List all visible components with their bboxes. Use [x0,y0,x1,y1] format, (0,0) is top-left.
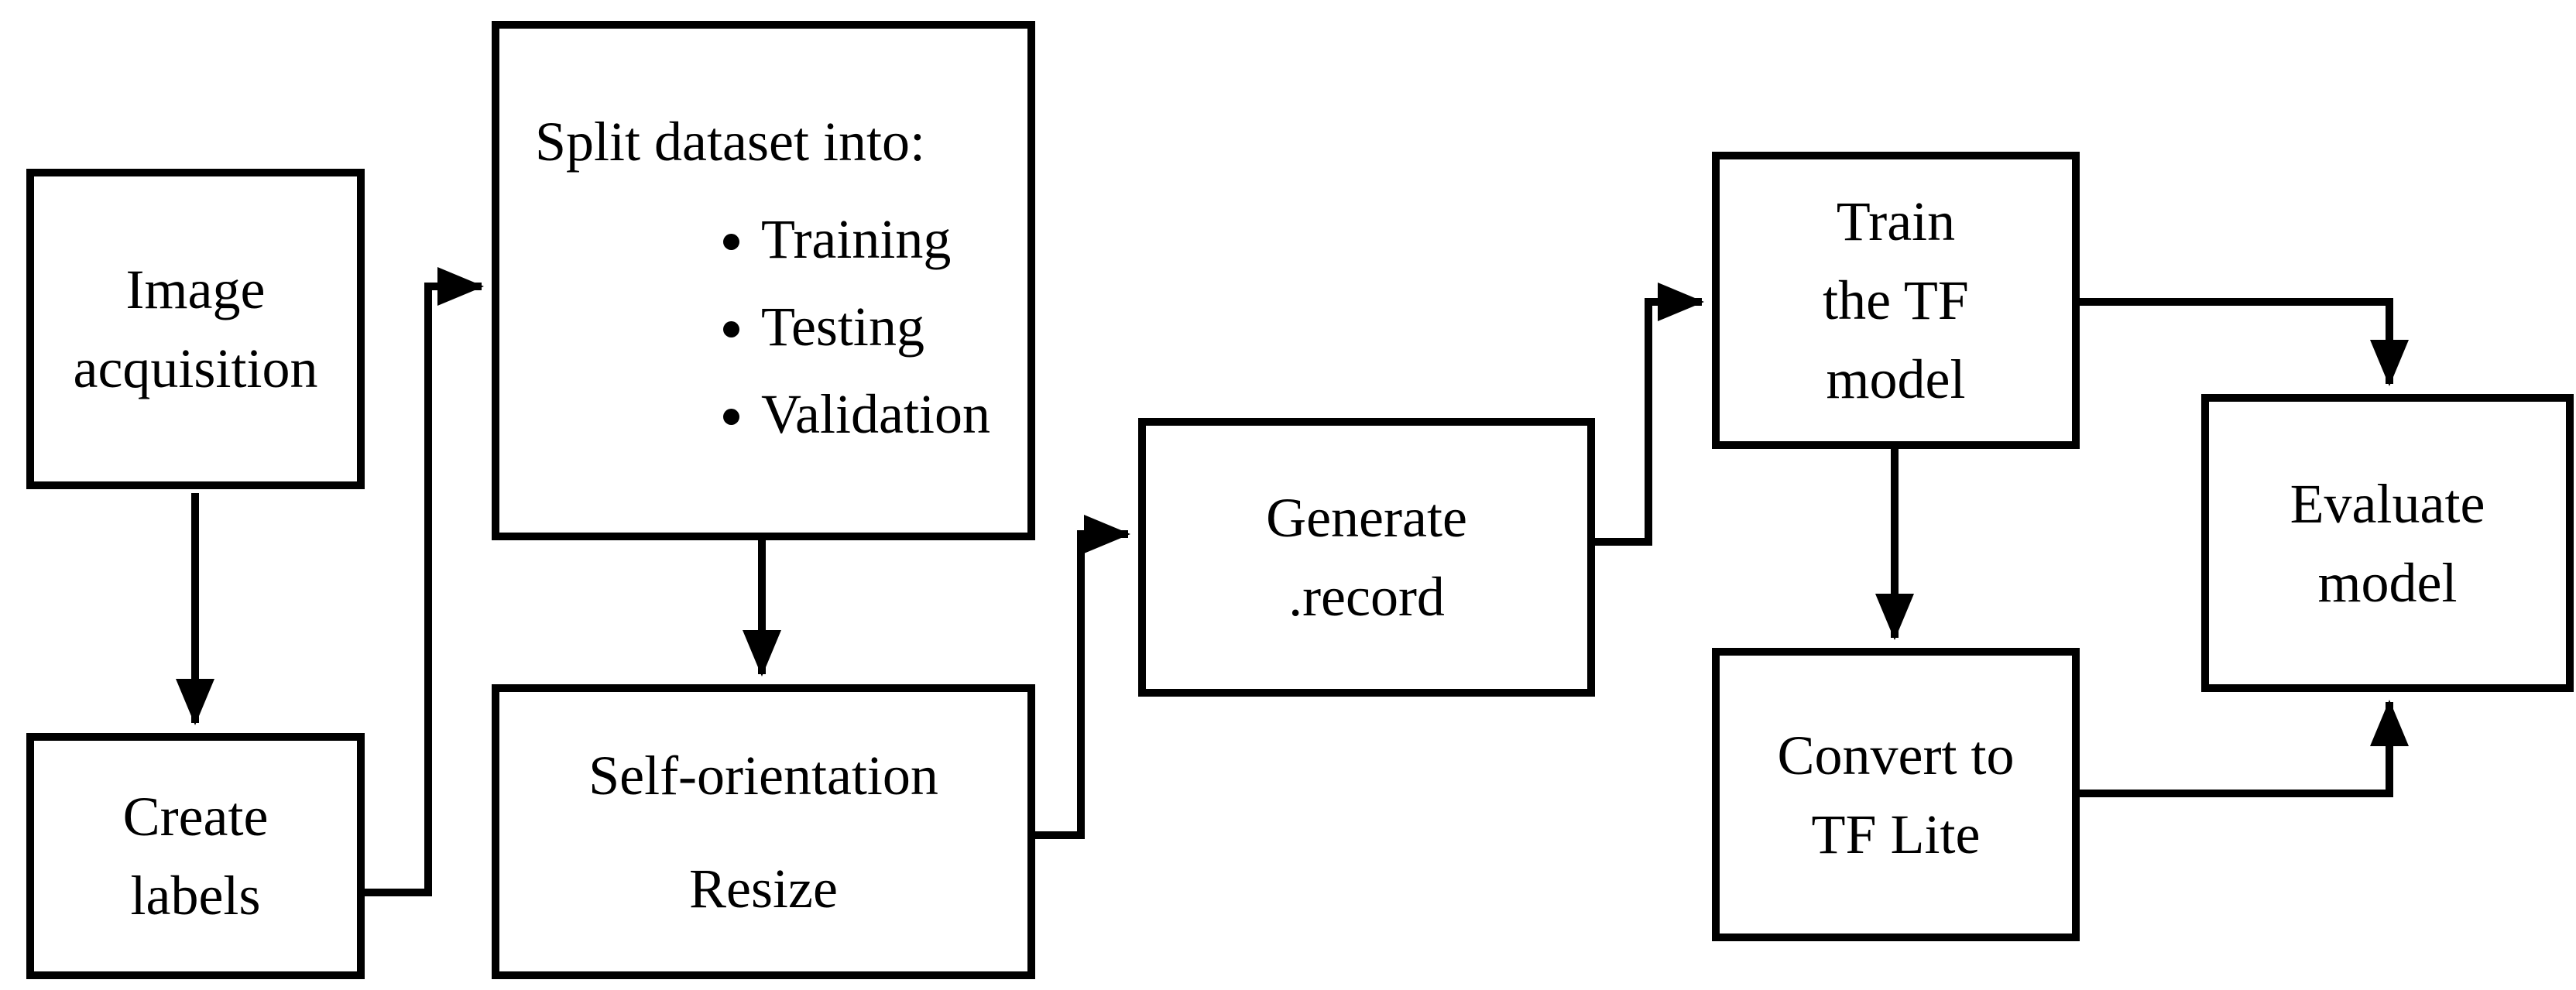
node-label-line: Self-orientation [588,744,938,807]
node-label-line: the TF [1823,269,1969,331]
node-label-line: Train [1836,190,1956,252]
bullet-item: Validation [761,371,1004,458]
split-dataset-bullet-list: Training Testing Validation [535,196,1004,458]
node-evaluate-model: Evaluate model [2201,394,2574,692]
node-label-line: model [2317,551,2458,614]
split-dataset-title: Split dataset into: [535,111,925,173]
node-label-line: Evaluate [2290,472,2485,535]
node-image-acquisition: Image acquisition [26,169,365,489]
node-label-line: Resize [689,857,838,920]
node-create-labels: Create labels [26,733,365,979]
node-label-line: model [1826,348,1966,410]
node-train-tf-model: Train the TF model [1712,152,2080,449]
node-label-line: Convert to [1777,724,2015,786]
arrow-train-tf-to-evaluate-model [2080,298,2409,387]
node-label-line: Generate [1266,487,1467,549]
node-label-line: Image [125,259,266,320]
node-convert-to-tf-lite: Convert to TF Lite [1712,648,2080,941]
node-label-line: TF Lite [1811,803,1981,865]
node-generate-record: Generate .record [1138,418,1595,697]
node-label-line: acquisition [73,337,318,399]
node-label-line: labels [130,865,261,927]
arrow-self-orientation-to-generate-record [1035,515,1131,839]
node-label-line: .record [1288,566,1445,628]
node-split-dataset: Split dataset into: Training Testing Val… [492,21,1035,540]
bullet-item: Testing [761,283,1004,371]
arrow-convert-tflite-to-evaluate-model [2080,699,2409,797]
bullet-item: Training [761,196,1004,283]
arrow-generate-record-to-train-tf [1595,283,1705,546]
node-label-line: Create [122,786,269,848]
node-self-orientation: Self-orientation Resize [492,684,1035,979]
arrow-create-labels-to-split-dataset [365,267,485,896]
